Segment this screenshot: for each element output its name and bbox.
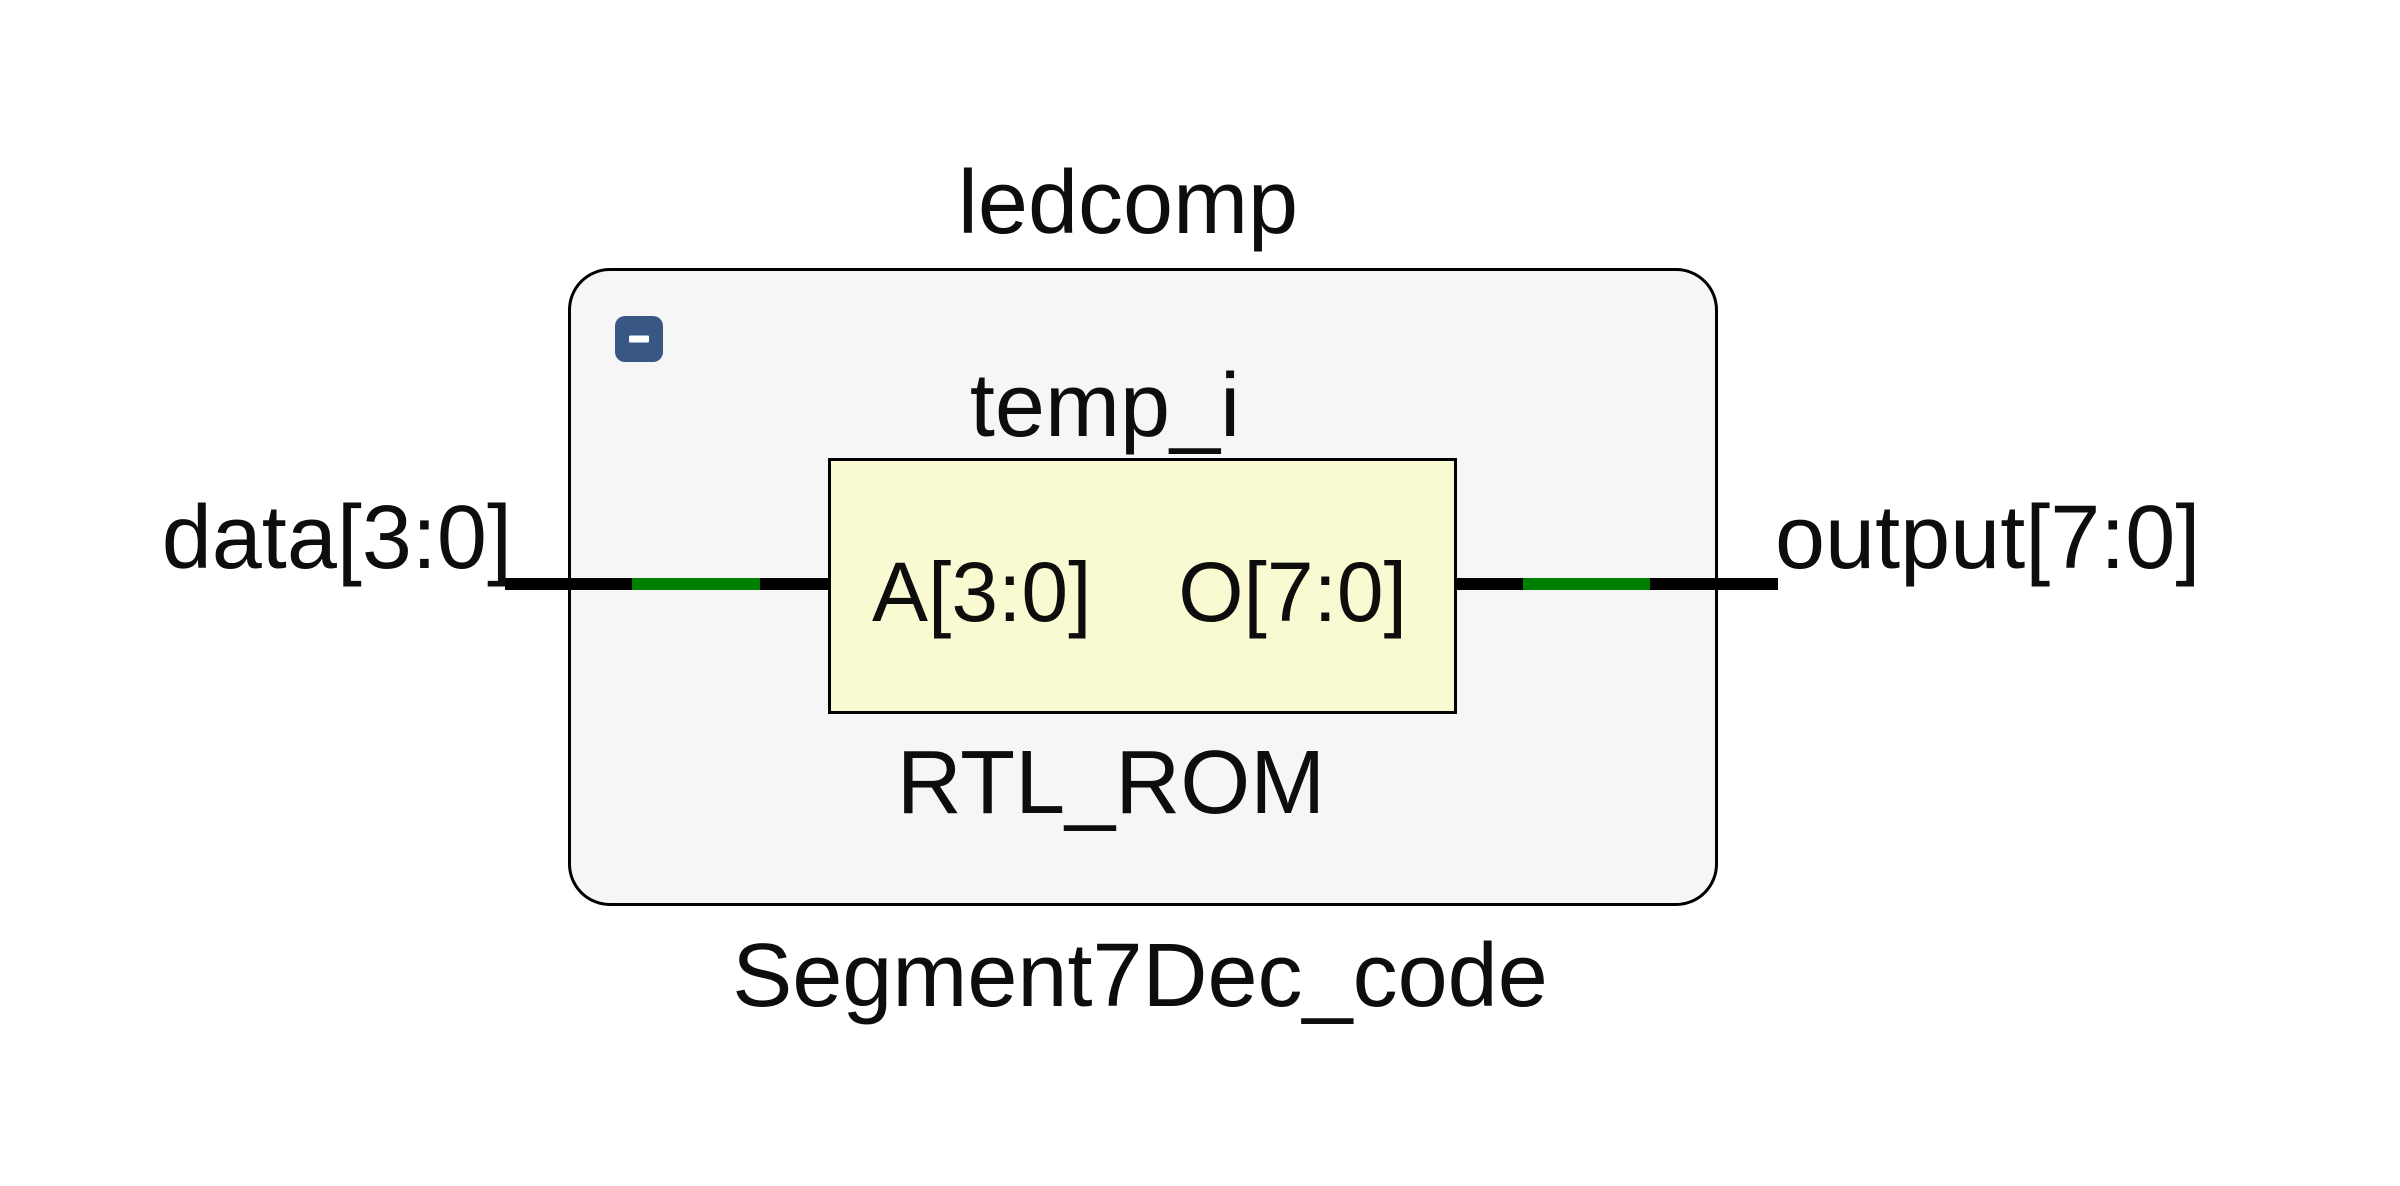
- module-name-label: Segment7Dec_code: [732, 926, 1548, 1026]
- output-net-wire[interactable]: [1457, 578, 1778, 590]
- cell-input-port-label: A[3:0]: [872, 545, 1092, 639]
- instance-name-label: temp_i: [969, 356, 1241, 456]
- cell-type-label: RTL_ROM: [896, 733, 1326, 833]
- top-module-title: ledcomp: [957, 153, 1299, 253]
- output-net-highlight-segment: [1523, 578, 1650, 590]
- collapse-button[interactable]: [615, 316, 663, 362]
- cell-output-port-label: O[7:0]: [1178, 545, 1407, 639]
- minus-icon: [629, 335, 649, 343]
- rom-cell-box[interactable]: [828, 458, 1457, 714]
- input-net-wire[interactable]: [505, 578, 828, 590]
- input-net-label: data[3:0]: [161, 488, 512, 588]
- output-net-label: output[7:0]: [1775, 488, 2201, 588]
- input-net-highlight-segment: [632, 578, 760, 590]
